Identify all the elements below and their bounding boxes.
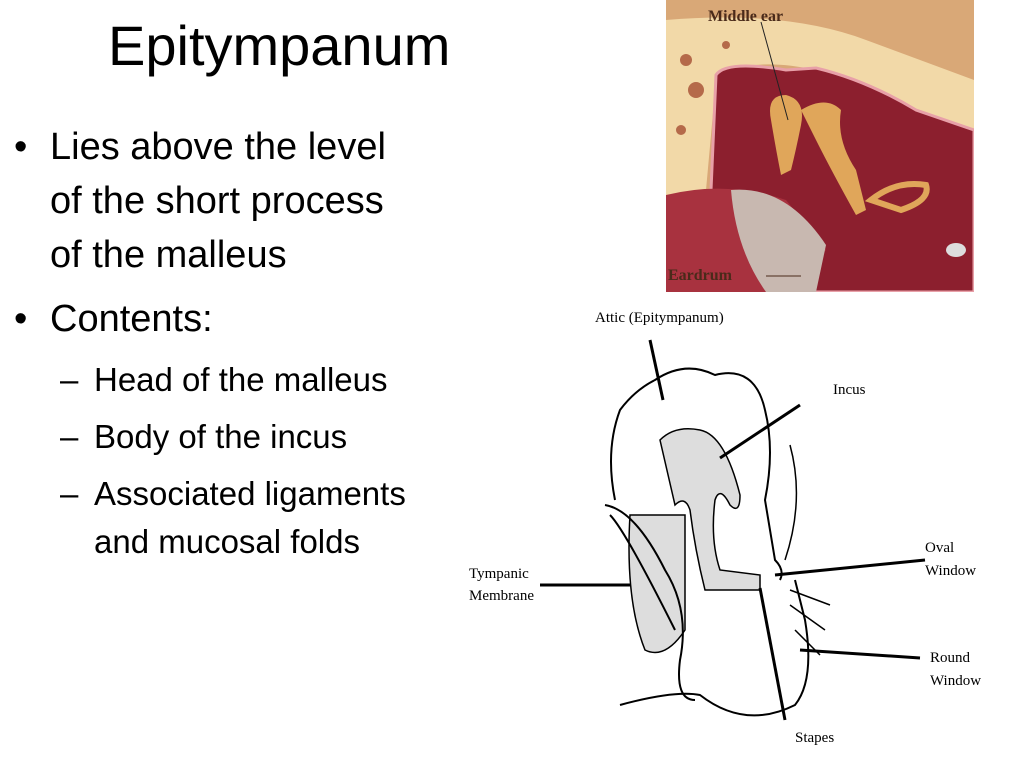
- sub-bullet-marker: –: [60, 475, 79, 512]
- sub-bullet-item: – Associated ligaments and mucosal folds: [14, 470, 414, 566]
- bullet-marker: •: [14, 126, 28, 168]
- bullet-list: • Lies above the level of the short proc…: [14, 120, 414, 575]
- middle-ear-illustration: Middle ear Eardrum: [666, 0, 974, 292]
- ear-anatomy-diagram: Attic (Epitympanum) Incus Oval Window Ty…: [455, 300, 1000, 760]
- bullet-marker: •: [14, 298, 28, 340]
- sub-bullet-text: Body of the incus: [94, 418, 348, 455]
- stapes-label: Stapes: [795, 730, 834, 746]
- oval-window-label-1: Oval: [925, 540, 954, 556]
- bullet-text: Contents:: [50, 298, 213, 340]
- sub-bullet-text: Head of the malleus: [94, 361, 388, 398]
- eardrum-label: Eardrum: [668, 267, 733, 284]
- attic-label: Attic (Epitympanum): [595, 310, 724, 326]
- tympanic-membrane-label-1: Tympanic: [469, 566, 529, 582]
- sub-bullet-item: – Body of the incus: [14, 413, 414, 461]
- middle-ear-label: Middle ear: [708, 8, 783, 25]
- round-window-label-2: Window: [930, 673, 981, 689]
- tympanic-membrane-label-2: Membrane: [469, 588, 534, 604]
- slide-title: Epitympanum: [108, 14, 451, 77]
- oval-window-label-2: Window: [925, 563, 976, 579]
- bullet-item: • Lies above the level of the short proc…: [14, 120, 414, 282]
- sub-bullet-text: Associated ligaments and mucosal folds: [94, 475, 406, 560]
- sub-bullet-item: – Head of the malleus: [14, 356, 414, 404]
- sub-bullet-marker: –: [60, 361, 79, 398]
- round-window-label-1: Round: [930, 650, 971, 666]
- sub-bullet-marker: –: [60, 418, 79, 455]
- incus-label: Incus: [833, 382, 866, 398]
- bullet-item: • Contents:: [14, 292, 414, 346]
- bullet-text: Lies above the level of the short proces…: [50, 126, 386, 276]
